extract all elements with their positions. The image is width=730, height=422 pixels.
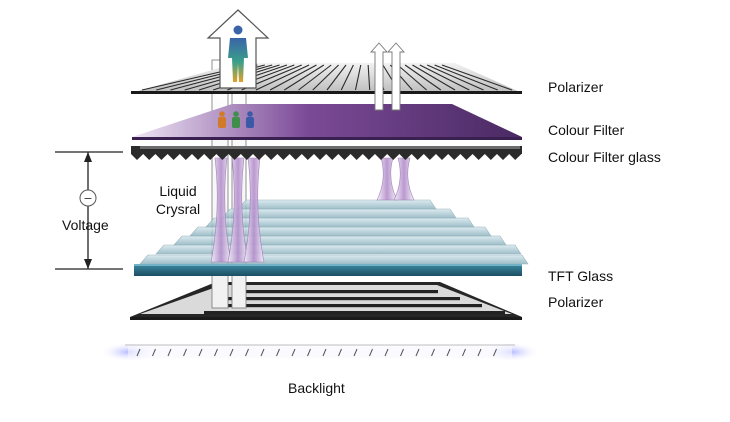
backlight-ticks	[136, 348, 497, 357]
bottom-polarizer-layer	[130, 282, 522, 320]
label-tft-glass: TFT Glass	[548, 268, 614, 284]
colour-filter-layer	[132, 104, 522, 140]
colour-filter-glass-layer	[131, 146, 522, 160]
colour-filter-glass-teeth	[131, 154, 522, 160]
svg-text:−: −	[83, 192, 92, 205]
tft-glass-layer	[134, 264, 522, 276]
label-crysral: Crysral	[155, 201, 201, 217]
label-colour-filter: Colour Filter	[548, 122, 625, 138]
liquid-crystal-cones	[210, 157, 415, 263]
label-voltage: Voltage	[62, 217, 109, 233]
label-backlight: Backlight	[288, 380, 345, 396]
backlight-layer	[100, 342, 540, 362]
bottom-polarizer-lines	[204, 290, 505, 315]
person-icon	[228, 25, 248, 82]
small-people-figures	[218, 111, 254, 128]
label-polarizer-top: Polarizer	[548, 79, 604, 95]
top-polarizer-layer	[131, 63, 522, 94]
small-up-arrows-icon	[369, 42, 406, 111]
label-colour-filter-glass: Colour Filter glass	[548, 149, 661, 165]
voltage-source-icon: −	[79, 189, 97, 207]
voltage-bracket	[55, 151, 123, 270]
label-liquid: Liquid	[159, 183, 197, 199]
label-polarizer-bottom: Polarizer	[548, 294, 604, 310]
